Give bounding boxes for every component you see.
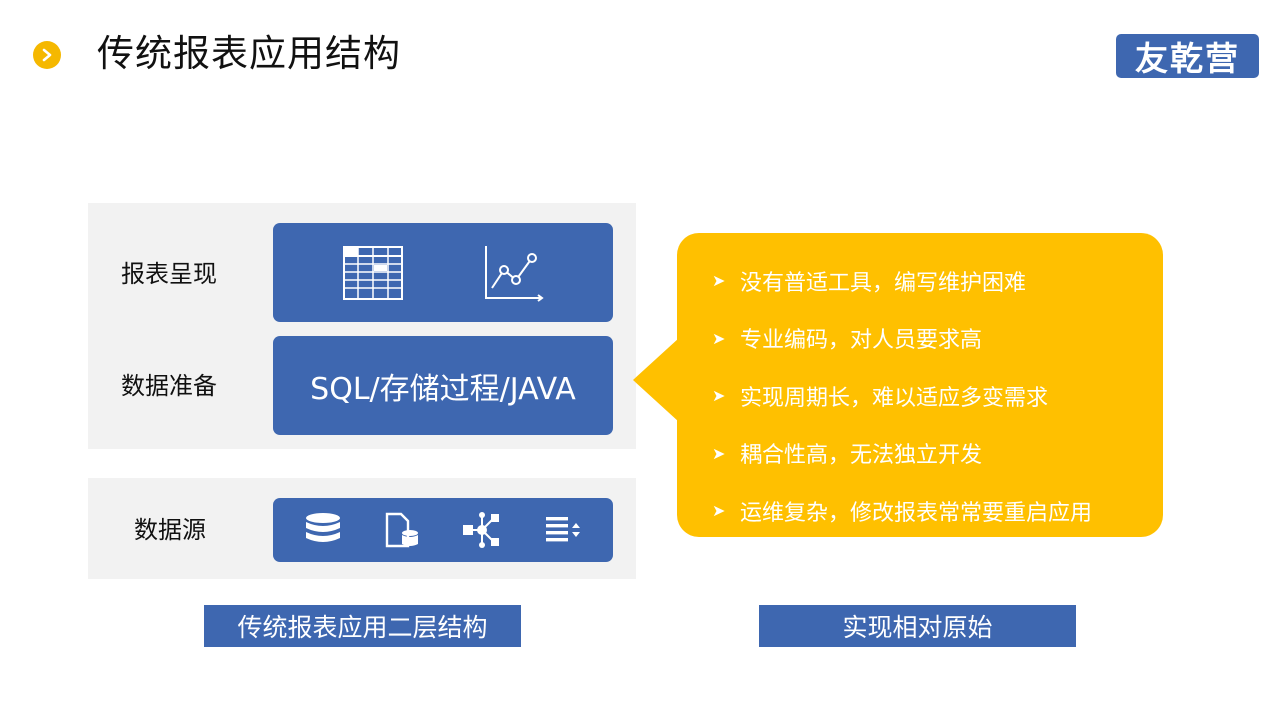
right-caption: 实现相对原始 bbox=[759, 605, 1076, 647]
callout-list: ➤ 没有普适工具，编写维护困难 ➤ 专业编码，对人员要求高 ➤ 实现周期长，难以… bbox=[712, 252, 1152, 540]
arrow-bullet-icon: ➤ bbox=[712, 501, 726, 521]
row-label-presentation: 报表呈现 bbox=[121, 260, 217, 288]
list-item-text: 实现周期长，难以适应多变需求 bbox=[740, 385, 1049, 411]
page-title: 传统报表应用结构 bbox=[97, 32, 401, 75]
list-item-text: 专业编码，对人员要求高 bbox=[740, 328, 983, 354]
arrow-bullet-icon: ➤ bbox=[712, 271, 726, 291]
callout-bubble bbox=[677, 233, 1163, 537]
presentation-box bbox=[273, 223, 613, 322]
list-item-text: 运维复杂，修改报表常常要重启应用 bbox=[740, 500, 1093, 526]
title-bullet-icon bbox=[33, 41, 61, 69]
list-item-text: 没有普适工具，编写维护困难 bbox=[740, 270, 1027, 296]
data-prep-box: SQL/存储过程/JAVA bbox=[273, 336, 613, 435]
list-sort-icon bbox=[546, 517, 580, 542]
callout-pointer bbox=[633, 338, 679, 422]
data-source-box bbox=[273, 498, 613, 562]
list-item: ➤ 专业编码，对人员要求高 bbox=[712, 310, 1152, 368]
list-item: ➤ 实现周期长，难以适应多变需求 bbox=[712, 367, 1152, 425]
arrow-bullet-icon: ➤ bbox=[712, 328, 726, 348]
line-chart-icon bbox=[485, 245, 544, 302]
chevron-right-icon bbox=[42, 48, 52, 62]
network-icon bbox=[463, 512, 499, 548]
arrow-bullet-icon: ➤ bbox=[712, 443, 726, 463]
list-item: ➤ 运维复杂，修改报表常常要重启应用 bbox=[712, 482, 1152, 540]
list-item: ➤ 耦合性高，无法独立开发 bbox=[712, 425, 1152, 483]
table-icon bbox=[343, 245, 403, 300]
row-label-data-prep: 数据准备 bbox=[121, 372, 217, 400]
row-label-data-source: 数据源 bbox=[134, 516, 206, 544]
arrow-bullet-icon: ➤ bbox=[712, 386, 726, 406]
file-database-icon bbox=[385, 512, 418, 548]
left-caption: 传统报表应用二层结构 bbox=[204, 605, 521, 647]
database-icon bbox=[306, 513, 340, 542]
brand-logo: 友乾营 bbox=[1116, 34, 1259, 78]
list-item-text: 耦合性高，无法独立开发 bbox=[740, 443, 983, 469]
list-item: ➤ 没有普适工具，编写维护困难 bbox=[712, 252, 1152, 310]
